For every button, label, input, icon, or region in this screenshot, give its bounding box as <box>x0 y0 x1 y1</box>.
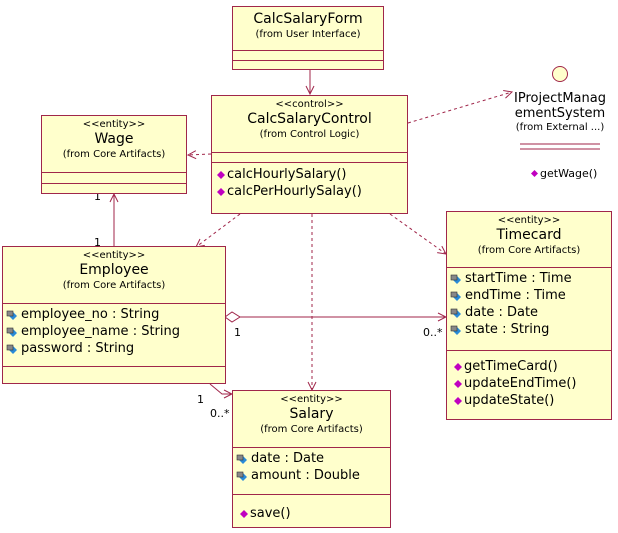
multiplicity-employee-timecard-end: 1 <box>234 326 241 339</box>
class-stereotype: <<entity>> <box>280 394 343 405</box>
attribute-row: amount : Double <box>236 467 387 484</box>
class-stereotype: <<control>> <box>275 99 344 110</box>
class-stereotype: <<entity>> <box>82 250 146 261</box>
operation-icon <box>239 509 249 519</box>
operation-icon <box>453 379 463 389</box>
operation-row: save() <box>239 505 387 522</box>
operation-row: getTimeCard() <box>453 358 608 375</box>
private-attribute-icon <box>450 273 464 285</box>
private-attribute-icon <box>6 309 20 321</box>
operation-row: updateEndTime() <box>453 375 608 392</box>
attribute-row: endTime : Time <box>450 287 608 304</box>
class-package: (from Core Artifacts) <box>260 424 363 435</box>
interface-package: (from External ...) <box>515 122 605 133</box>
operations-compartment <box>42 184 186 193</box>
private-attribute-icon <box>6 343 20 355</box>
class-employee[interactable]: <<entity>> Employee (from Core Artifacts… <box>2 246 226 384</box>
class-name: Wage <box>94 131 134 147</box>
multiplicity-employee-wage-end: 1 <box>94 236 101 249</box>
operations-compartment <box>233 61 383 69</box>
attributes-compartment <box>42 173 186 184</box>
private-attribute-icon <box>236 470 250 482</box>
attributes-compartment <box>233 51 383 61</box>
class-name: CalcSalaryForm <box>253 11 363 27</box>
link-control-to-interface <box>407 92 512 124</box>
class-name: CalcSalaryControl <box>247 111 372 127</box>
operation-row: updateState() <box>453 392 608 409</box>
attributes-compartment: date : Date amount : Double <box>233 448 390 495</box>
class-package: (from Core Artifacts) <box>477 245 581 256</box>
attributes-compartment: employee_no : String employee_name : Str… <box>3 304 225 367</box>
multiplicity-timecard-end: 0..* <box>423 326 443 339</box>
attribute-row: startTime : Time <box>450 270 608 287</box>
operations-compartment: calcHourlySalary() calcPerHourlySalay() <box>212 163 407 203</box>
interface-lollipop-icon <box>520 66 600 150</box>
class-package: (from Core Artifacts) <box>62 280 166 291</box>
link-employee-to-salary <box>209 383 232 394</box>
class-name: Employee <box>79 262 149 278</box>
interface-iproject-management-system[interactable]: IProjectManag ementSystem (from External… <box>504 64 616 184</box>
attributes-compartment <box>212 153 407 163</box>
link-control-to-timecard <box>389 213 446 254</box>
operation-icon <box>216 170 226 180</box>
private-attribute-icon <box>236 453 250 465</box>
attribute-row: password : String <box>6 340 222 357</box>
interface-operation-row: getWage() <box>530 165 597 182</box>
class-calc-salary-control[interactable]: <<control>> CalcSalaryControl (from Cont… <box>211 95 408 214</box>
operations-compartment: save() <box>233 495 390 525</box>
operation-icon <box>216 187 226 197</box>
class-stereotype: <<entity>> <box>82 119 146 130</box>
private-attribute-icon <box>450 290 464 302</box>
private-attribute-icon <box>450 324 464 336</box>
aggregation-diamond <box>224 311 241 323</box>
multiplicity-wage-end: 1 <box>94 190 101 203</box>
interface-name-line2: ementSystem <box>514 106 606 121</box>
attribute-row: date : Date <box>236 450 387 467</box>
interface-name-line1: IProjectManag <box>514 91 606 106</box>
link-control-to-wage <box>188 154 212 155</box>
class-calc-salary-form[interactable]: CalcSalaryForm (from User Interface) <box>232 6 384 70</box>
class-stereotype: <<entity>> <box>497 215 561 226</box>
operations-compartment <box>3 367 225 383</box>
class-wage[interactable]: <<entity>> Wage (from Core Artifacts) <box>41 115 187 194</box>
operations-compartment: getTimeCard() updateEndTime() updateStat… <box>447 351 611 412</box>
attribute-row: state : String <box>450 321 608 338</box>
private-attribute-icon <box>450 307 464 319</box>
class-package: (from User Interface) <box>255 29 361 40</box>
class-name: Salary <box>289 406 334 422</box>
class-salary[interactable]: <<entity>> Salary (from Core Artifacts) … <box>232 390 391 528</box>
class-timecard[interactable]: <<entity>> Timecard (from Core Artifacts… <box>446 211 612 420</box>
class-package: (from Control Logic) <box>259 129 360 140</box>
multiplicity-salary-end: 0..* <box>210 407 230 420</box>
operation-row: calcHourlySalary() <box>216 166 403 183</box>
attribute-row: employee_name : String <box>6 323 222 340</box>
attribute-row: date : Date <box>450 304 608 321</box>
operation-icon <box>453 362 463 372</box>
operation-icon <box>453 396 463 406</box>
operation-row: calcPerHourlySalay() <box>216 183 403 200</box>
operation-icon <box>530 169 539 178</box>
class-name: Timecard <box>496 227 562 243</box>
private-attribute-icon <box>6 326 20 338</box>
multiplicity-employee-salary-end: 1 <box>197 393 204 406</box>
attributes-compartment: startTime : Time endTime : Time date : D… <box>447 268 611 351</box>
class-package: (from Core Artifacts) <box>62 149 166 160</box>
link-control-to-employee <box>196 213 241 247</box>
attribute-row: employee_no : String <box>6 306 222 323</box>
